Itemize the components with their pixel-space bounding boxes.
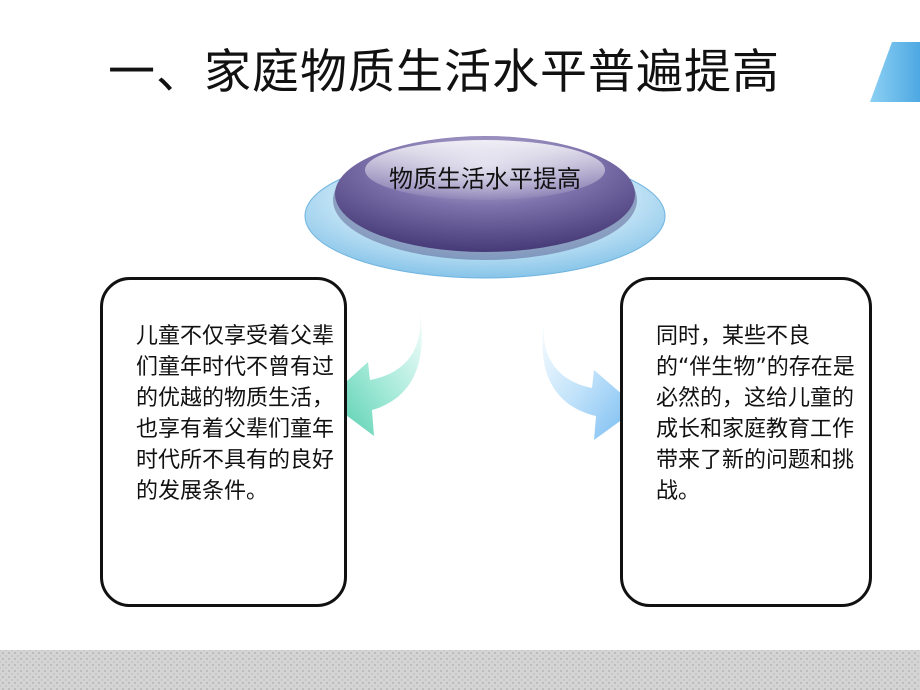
curved-arrow-right-icon: [542, 312, 638, 440]
left-text-box: 儿童不仅享受着父辈们童年时代不曾有过的优越的物质生活，也享有着父辈们童年时代所不…: [100, 277, 347, 607]
right-text-box: 同时，某些不良的“伴生物”的存在是必然的，这给儿童的成长和家庭教育工作带来了新的…: [620, 277, 872, 607]
left-box-text: 儿童不仅享受着父辈们童年时代不曾有过的优越的物质生活，也享有着父辈们童年时代所不…: [136, 324, 335, 504]
curved-arrow-left-icon: [326, 302, 422, 436]
right-box-text: 同时，某些不良的“伴生物”的存在是必然的，这给儿童的成长和家庭教育工作带来了新的…: [656, 324, 855, 504]
footer-band: [0, 650, 920, 690]
corner-accent-shape: [870, 42, 920, 102]
slide-title: 一、家庭物质生活水平普遍提高: [108, 45, 780, 100]
center-oval-label: 物质生活水平提高: [389, 165, 581, 193]
center-oval-shape: [304, 136, 666, 279]
